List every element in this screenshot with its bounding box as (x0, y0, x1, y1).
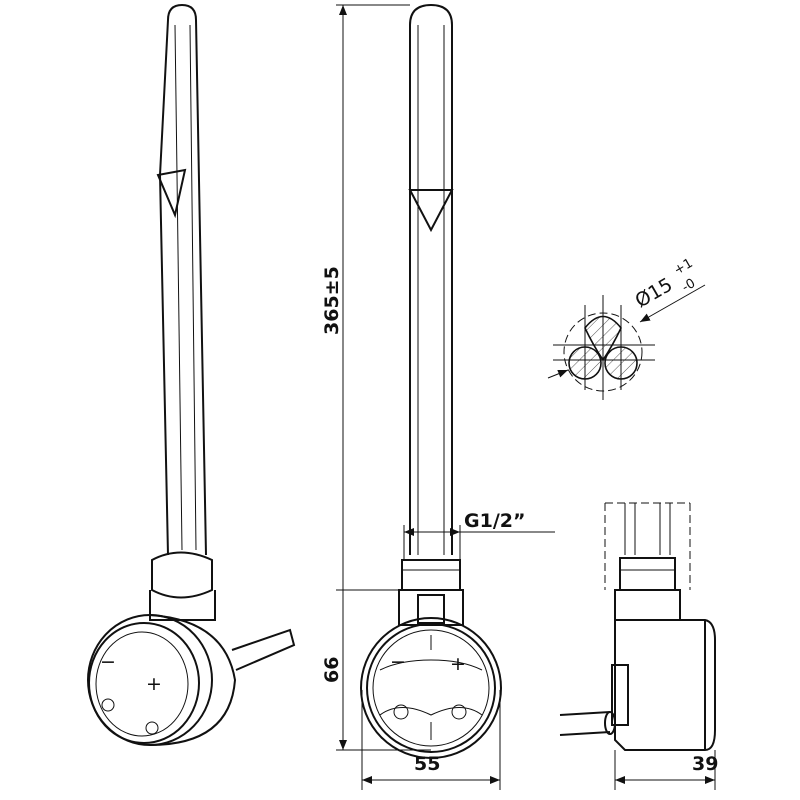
persp-minus: − (100, 651, 116, 673)
front-view: − + (360, 3, 502, 759)
dim-head-height: 66 (321, 657, 343, 683)
dim-length: 365±5 (321, 266, 343, 335)
dim-depth: 39 (692, 753, 718, 775)
perspective-view: − + (87, 3, 296, 746)
persp-plus: + (146, 673, 162, 695)
dim-width: 55 (414, 753, 440, 775)
front-minus: − (390, 651, 406, 673)
dim-tol-upper: +1 (672, 256, 696, 279)
front-plus: + (450, 653, 466, 675)
dim-tol-lower: -0 (680, 276, 699, 295)
dim-thread: G1/2” (464, 510, 525, 532)
dimensions: 365±5 66 55 G1/2” 39 (321, 4, 718, 790)
side-view (559, 502, 716, 751)
dim-diameter: Ø15 (632, 274, 677, 313)
cross-section: Ø15 +1 -0 (547, 256, 706, 400)
